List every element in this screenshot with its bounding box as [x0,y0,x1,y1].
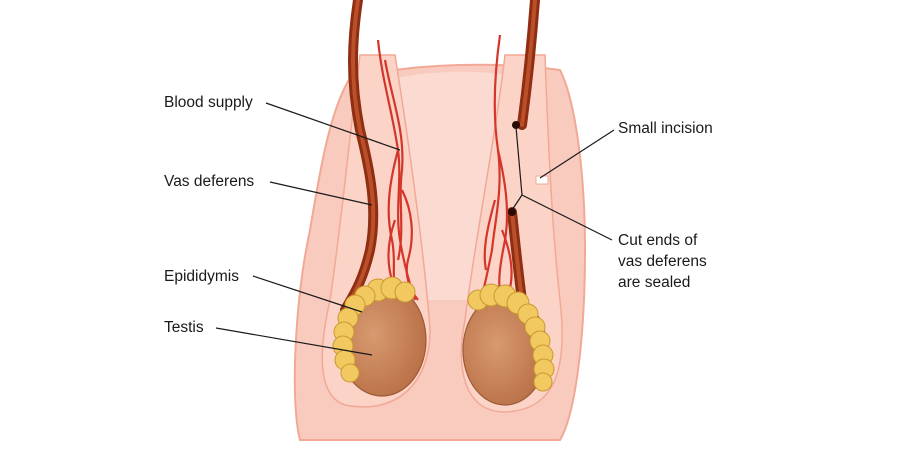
leader-epididymis [252,275,363,313]
label-cut-ends-line2: vas deferens [618,253,707,270]
right-vas-lower-sealed-end [508,208,516,216]
leader-small-incision [539,129,615,179]
right-vas-upper-highlight [520,0,537,127]
label-cut-ends-line3: are sealed [618,274,690,291]
label-cut-ends-line1: Cut ends of [618,232,698,249]
leader-vas-deferens [269,181,373,206]
right-epididymis [467,283,555,392]
leader-testis [215,327,373,356]
label-testis: Testis [164,319,204,336]
label-small-incision: Small incision [618,120,713,137]
right-vas-upper-sealed-end [512,121,520,129]
left-vas-highlight [343,0,376,312]
leader-blood-supply [265,102,401,151]
right-blood-vessels [480,34,513,296]
leader-cut-ends-lower [511,194,523,211]
label-vas-deferens: Vas deferens [164,173,254,190]
left-epididymis [332,276,416,383]
label-blood-supply: Blood supply [164,94,253,111]
label-epididymis: Epididymis [164,268,239,285]
leader-lines [215,102,615,356]
